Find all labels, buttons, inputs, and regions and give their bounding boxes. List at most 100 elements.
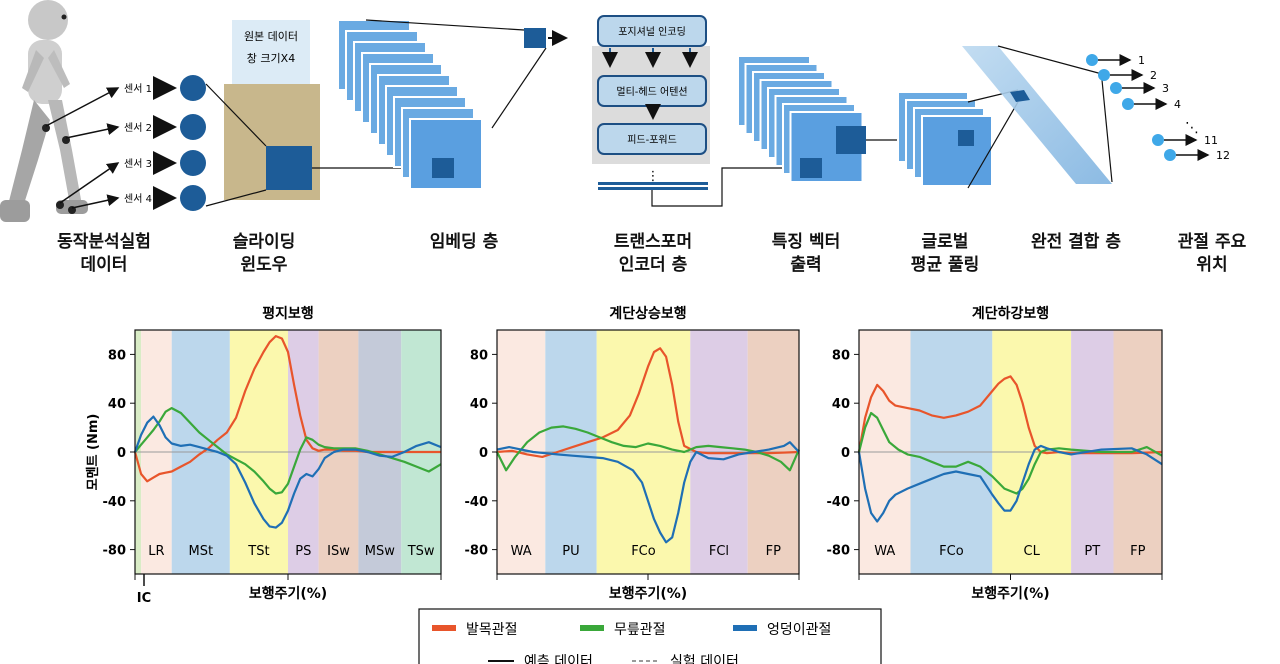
y-tick-label: 40 xyxy=(108,397,126,412)
legend-pred-label: 예측 데이터 xyxy=(524,654,593,664)
phase-label: TSw xyxy=(407,544,435,559)
joint-label-1: 1 xyxy=(1138,54,1145,67)
stage-sublabel-1: 데이터 xyxy=(81,255,128,275)
fully-connected-layer xyxy=(962,46,1112,184)
phase-label: PU xyxy=(562,544,579,559)
phase-label: ISw xyxy=(327,544,350,559)
y-tick-label: -40 xyxy=(827,495,851,510)
series-line-3 xyxy=(496,441,800,544)
global-pooling-stack xyxy=(897,91,993,187)
legend-label-1: 발목관절 xyxy=(466,622,518,638)
stage-sublabel-4: 인코더 층 xyxy=(619,255,688,275)
stage-sublabel-8: 위치 xyxy=(1196,255,1227,275)
x-axis-label: 보행주기(%) xyxy=(609,586,687,602)
phase-label: FCo xyxy=(631,544,656,559)
sliding-window-block xyxy=(266,146,312,190)
stage-label-2: 슬라이딩 xyxy=(233,232,296,252)
series-line-2 xyxy=(857,411,1163,495)
encoder-output-bars xyxy=(598,182,708,190)
chart-title: 계단상승보행 xyxy=(609,305,686,322)
stage-label-5: 특징 벡터 xyxy=(772,232,840,252)
series-line-2 xyxy=(134,407,442,495)
phase-label: WA xyxy=(511,544,532,559)
stage-label-4: 트랜스포머 xyxy=(614,232,692,252)
walking-person-icon xyxy=(0,0,88,222)
phase-label: FP xyxy=(1130,544,1145,559)
embedding-layer-stack xyxy=(337,19,483,190)
joint-label-2: 2 xyxy=(1150,69,1157,82)
legend-exp-label: 실험 데이터 xyxy=(670,654,739,664)
y-tick-label: 0 xyxy=(479,446,488,461)
feature-token xyxy=(836,126,866,154)
sensor-list: 센서 1센서 2센서 3센서 4 xyxy=(124,75,206,211)
phase-label: CL xyxy=(1024,544,1041,559)
pooling-sheet xyxy=(921,115,993,187)
ic-label: IC xyxy=(137,591,151,606)
phase-label: MSt xyxy=(189,544,214,559)
legend-label-2: 무릎관절 xyxy=(614,622,666,638)
sensor-node-3 xyxy=(180,150,206,176)
joint-node-4 xyxy=(1122,98,1134,110)
stage-sublabel-6: 평균 풀링 xyxy=(911,255,979,275)
encoder-block-label-2: 멀티-헤드 어텐션 xyxy=(616,85,687,98)
y-axis-label: 모멘트 (Nm) xyxy=(85,414,101,491)
y-tick-label: 80 xyxy=(470,348,488,363)
embedding-token xyxy=(524,28,546,48)
joint-node-12 xyxy=(1164,149,1176,161)
joint-label-4: 4 xyxy=(1174,98,1181,111)
raw-data-line1: 원본 데이터 xyxy=(244,30,298,43)
stage-sublabel-2: 윈도우 xyxy=(241,255,288,275)
y-tick-label: -40 xyxy=(103,495,127,510)
sensor-node-2 xyxy=(180,114,206,140)
raw-data-line2: 창 크기X4 xyxy=(247,52,295,65)
encoder-block-label-3: 피드-포워드 xyxy=(627,133,677,146)
phase-label: LR xyxy=(148,544,164,559)
joint-label-12: 12 xyxy=(1216,149,1230,162)
embedding-patch xyxy=(432,158,454,178)
legend-swatch-1 xyxy=(432,625,456,631)
pooling-token xyxy=(958,130,974,146)
sensor-label-3: 센서 3 xyxy=(124,158,152,170)
embedding-sheet xyxy=(409,118,483,190)
fc-token xyxy=(1010,90,1030,102)
encoder-block-1 xyxy=(597,15,707,47)
y-tick-label: 80 xyxy=(108,348,126,363)
x-axis-label: 보행주기(%) xyxy=(249,586,327,602)
series-line-3 xyxy=(857,444,1163,523)
stage-sublabel-5: 출력 xyxy=(790,255,821,275)
phase-label: PS xyxy=(295,544,311,559)
chart-title: 평지보행 xyxy=(262,305,314,322)
raw-data-box xyxy=(232,20,310,84)
joint-node-1 xyxy=(1086,54,1098,66)
feature-patch xyxy=(800,158,822,178)
joint-label-3: 3 xyxy=(1162,82,1169,95)
encoder-block-3 xyxy=(597,123,707,155)
stage-label-7: 완전 결합 층 xyxy=(1031,231,1121,252)
x-axis-label: 보행주기(%) xyxy=(971,586,1049,602)
joint-node-3 xyxy=(1110,82,1122,94)
y-tick-label: 40 xyxy=(470,397,488,412)
legend-box xyxy=(418,608,882,664)
series-line-1 xyxy=(857,375,1163,455)
joint-label-11: 11 xyxy=(1204,134,1218,147)
phase-label: FP xyxy=(766,544,781,559)
stage-label-8: 관절 주요 xyxy=(1178,231,1247,252)
y-tick-label: -80 xyxy=(465,544,489,559)
legend-label-3: 엉덩이관절 xyxy=(767,622,831,638)
joint-ellipsis: ⋱ xyxy=(1185,120,1199,136)
phase-label: PT xyxy=(1084,544,1100,559)
y-tick-label: -80 xyxy=(827,544,851,559)
joint-node-2 xyxy=(1098,69,1110,81)
stage-label-1: 동작분석실험 xyxy=(57,231,151,252)
encoder-ellipsis: ⋮ xyxy=(647,169,660,184)
sensor-label-1: 센서 1 xyxy=(124,83,152,95)
architecture-diagram: 센서 1센서 2센서 3센서 4 원본 데이터 창 크기X4 포지셔널 인코딩멀… xyxy=(0,0,1247,275)
